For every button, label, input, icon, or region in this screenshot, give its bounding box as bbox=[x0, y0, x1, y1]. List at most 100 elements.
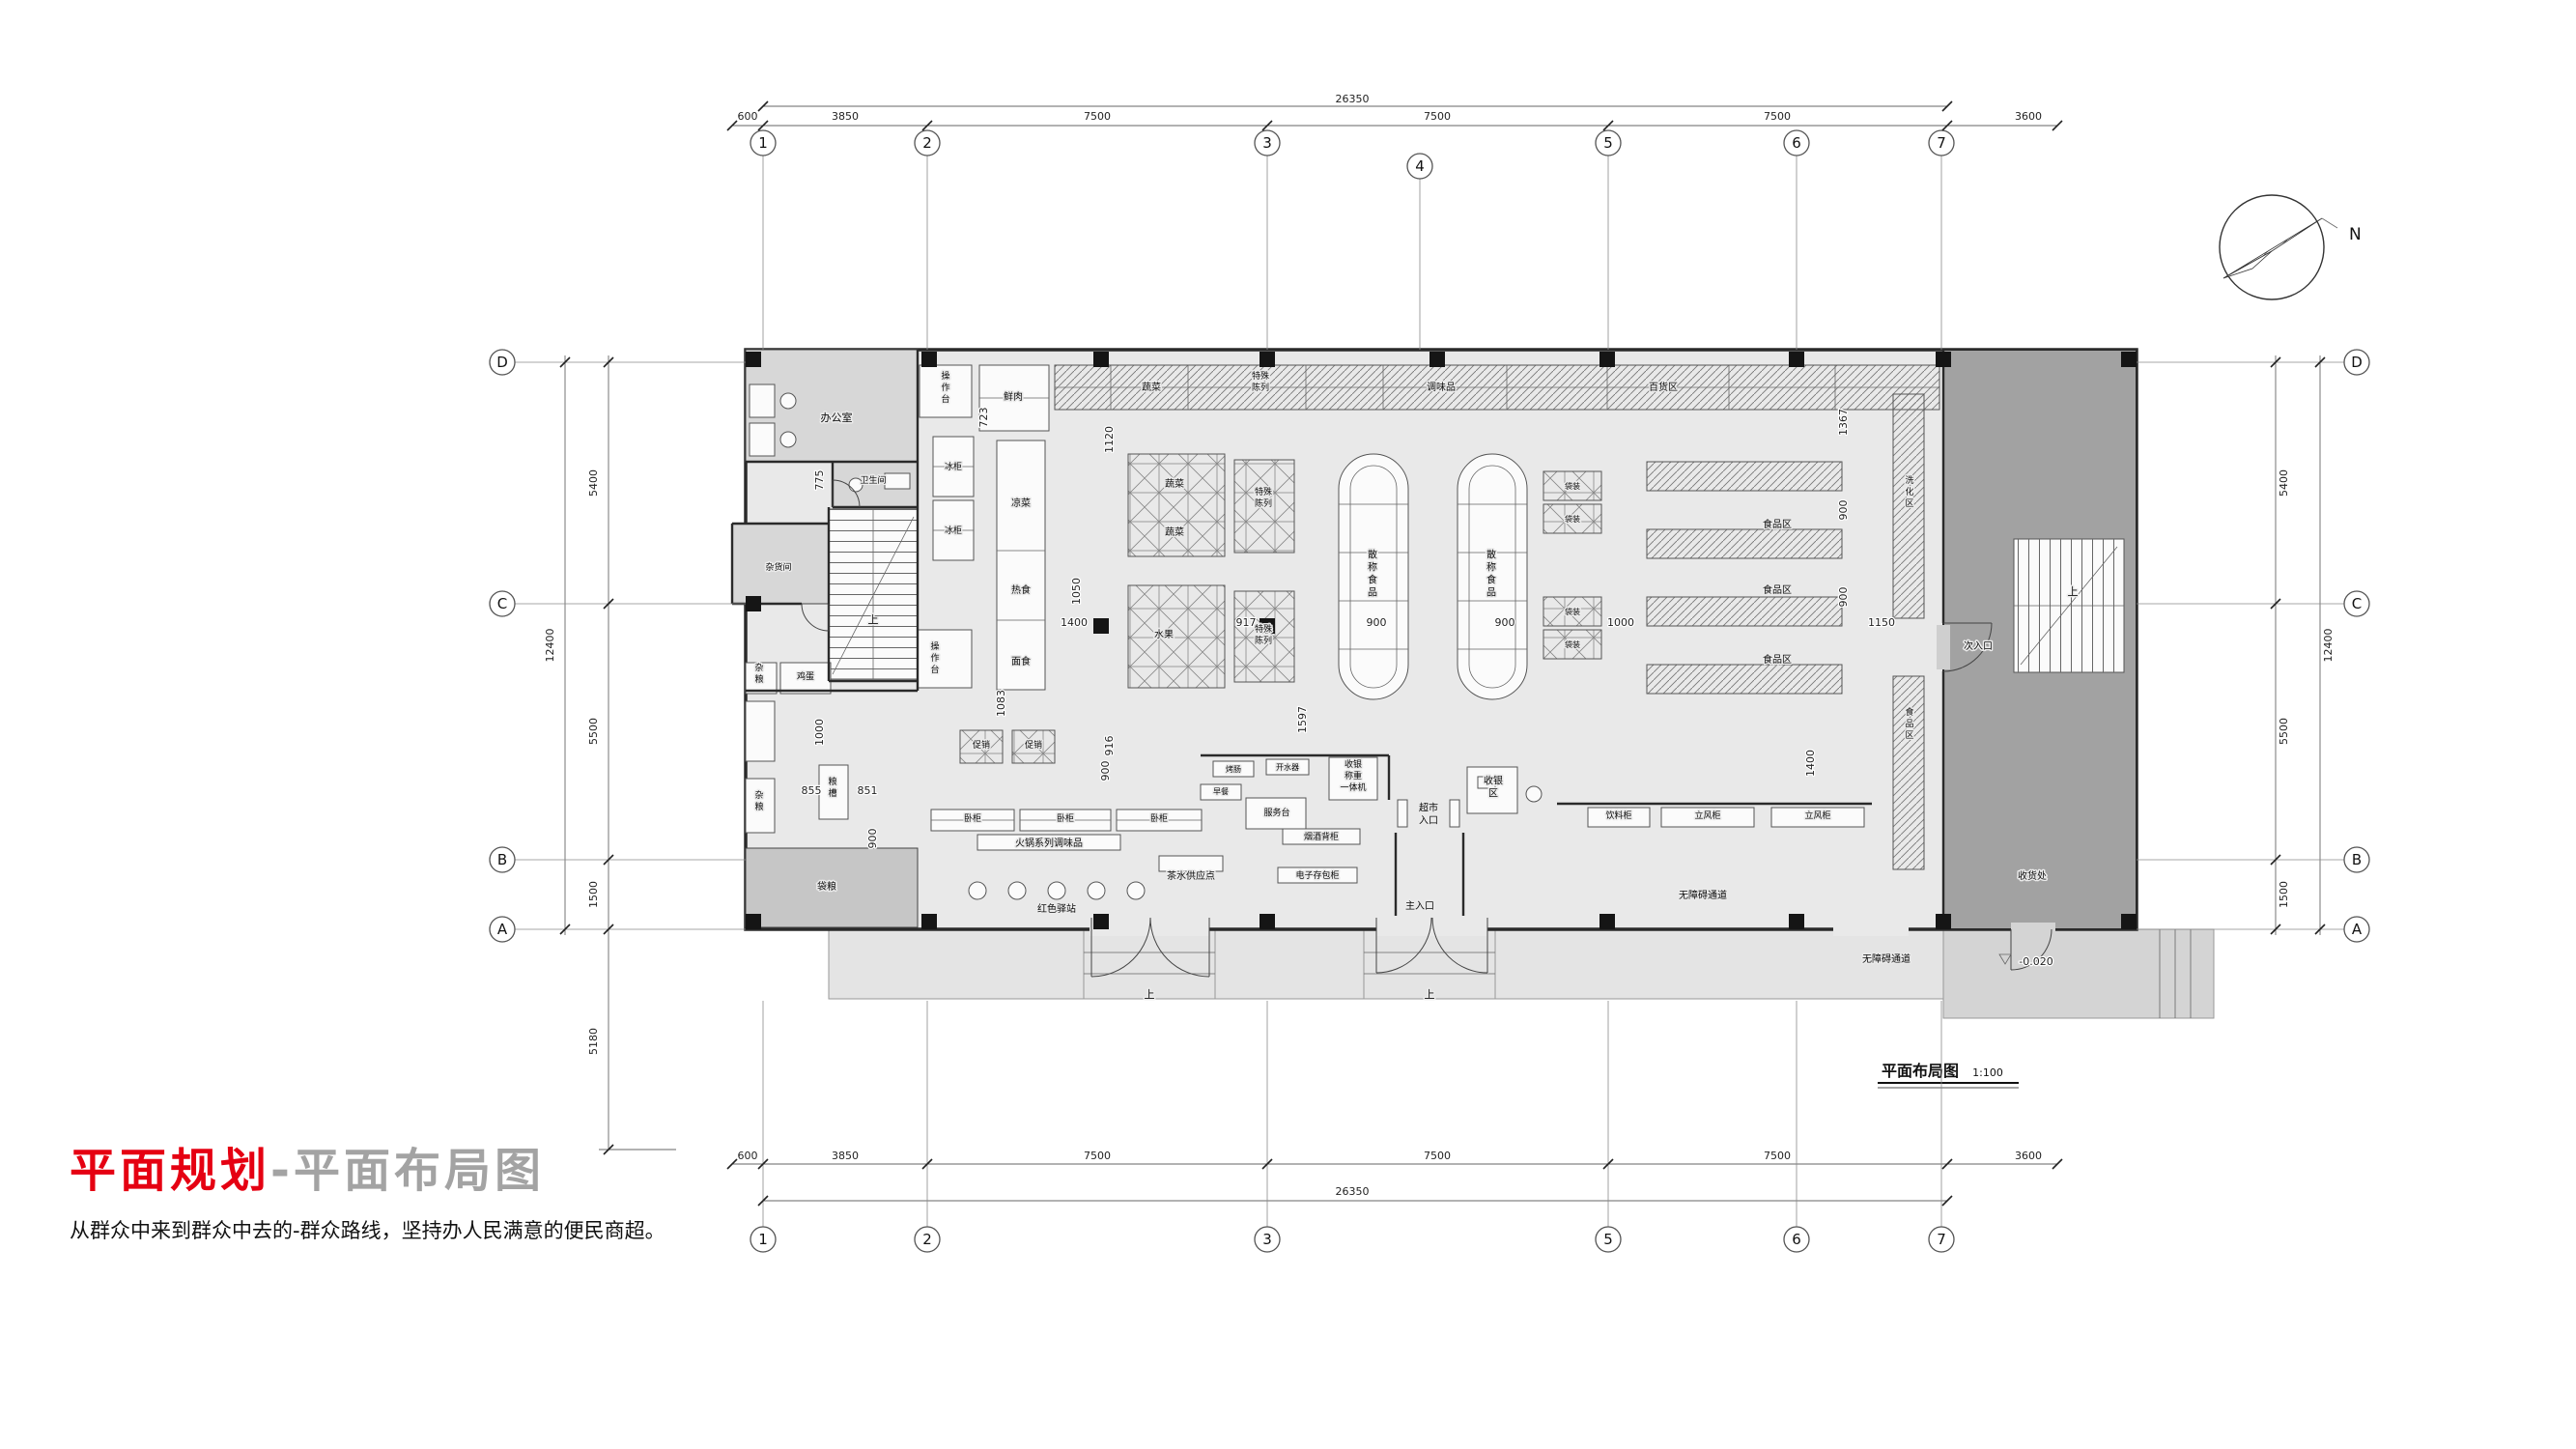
plan-label: 袋粮 bbox=[817, 880, 836, 893]
prep-counter bbox=[919, 364, 973, 418]
north-arrow: N bbox=[2219, 194, 2362, 300]
plan-label: 食品区 bbox=[1763, 653, 1792, 666]
dimension-text: 1000 bbox=[813, 719, 826, 746]
plan-label: 蔬菜 bbox=[1165, 526, 1184, 538]
self-checkout-machine bbox=[1328, 756, 1378, 801]
step-up-label: 上 bbox=[1145, 988, 1155, 1001]
plan-label: 杂粮 bbox=[754, 663, 763, 685]
dimension-text: 916 bbox=[1103, 736, 1116, 756]
plan-label: 冰柜 bbox=[945, 461, 962, 472]
plan-label: 杂粮 bbox=[754, 790, 763, 812]
side-entrance-door bbox=[1090, 917, 1151, 978]
cashier-area-label: 收银区 bbox=[1484, 775, 1503, 800]
plan-label: 收银称重一体机 bbox=[1340, 758, 1366, 793]
grid-column-bubble-top-label: 7 bbox=[1937, 134, 1946, 152]
structural-columns bbox=[746, 352, 2137, 929]
grid-column-bubble-top bbox=[1783, 129, 1810, 156]
plan-label: 红色驿站 bbox=[1037, 902, 1076, 915]
plan-label: 服务台 bbox=[1263, 807, 1289, 818]
plan-label: 食品区 bbox=[1905, 706, 1913, 741]
bag-display bbox=[1543, 629, 1602, 660]
water-boiler bbox=[1265, 758, 1310, 776]
grid-column-bubble-bottom bbox=[1254, 1226, 1281, 1253]
grid-row-bubble-left-label: A bbox=[497, 921, 508, 938]
beverage-cooler bbox=[1587, 807, 1651, 828]
grid-column-bubble-bottom bbox=[1595, 1226, 1622, 1253]
gondola-shelf bbox=[1646, 596, 1843, 627]
grid-row-bubble-right bbox=[2343, 590, 2370, 617]
dimension-text: 5180 bbox=[587, 1028, 600, 1055]
main-entrance-label: 主入口 bbox=[1405, 900, 1434, 912]
grid-column-bubble-top bbox=[914, 129, 941, 156]
grid-row-bubble-right-label: A bbox=[2352, 921, 2363, 938]
page-title-main: 平面规划 bbox=[70, 1144, 271, 1198]
plan-label: 电子存包柜 bbox=[1295, 869, 1339, 881]
drawing-scale: 1:100 bbox=[1972, 1066, 2003, 1079]
dimension-text: 7500 bbox=[1084, 110, 1111, 123]
dimension-text: 3600 bbox=[2015, 110, 2042, 123]
scale-note: 平面布局图 1:100 bbox=[1878, 1062, 2019, 1089]
grid-row-bubble-right bbox=[2343, 846, 2370, 873]
label-layer: 办公室卫生间杂货间操作台鲜肉蔬菜特殊陈列调味品百货区冰柜冰柜凉菜热食操作台面食蔬… bbox=[753, 369, 2080, 1003]
dimension-text: 1050 bbox=[1070, 578, 1083, 605]
dimension-text: 900 bbox=[1099, 761, 1112, 781]
entry-gate bbox=[1397, 799, 1408, 828]
stool bbox=[1047, 881, 1066, 900]
market-entrance-label: 超市入口 bbox=[1419, 802, 1438, 827]
plan-label: 粮槽 bbox=[828, 776, 836, 799]
display-table bbox=[1233, 459, 1295, 554]
dimension-text: 12400 bbox=[2322, 629, 2335, 663]
fixtures bbox=[745, 364, 1940, 900]
promo-stack bbox=[1011, 729, 1056, 764]
dimension-text: 1500 bbox=[587, 881, 600, 908]
grid-column-bubble-top-label: 5 bbox=[1603, 134, 1613, 152]
display-table bbox=[1127, 584, 1226, 689]
dimension-text: 1120 bbox=[1103, 426, 1116, 453]
office-desk bbox=[749, 422, 776, 457]
plan-label: 鲜肉 bbox=[1004, 390, 1023, 403]
dimension-text: 1500 bbox=[2278, 881, 2290, 908]
compass-needle bbox=[2222, 250, 2273, 279]
grid-column-bubble-bottom-label: 7 bbox=[1937, 1231, 1946, 1248]
dimension-text: 1400 bbox=[1804, 750, 1817, 777]
north-label: N bbox=[2349, 225, 2362, 244]
dimension-text: 775 bbox=[813, 470, 826, 491]
grid-column-bubble-top-label: 2 bbox=[922, 134, 932, 152]
grid-row-bubble-left-label: D bbox=[496, 354, 508, 371]
plan-label: 特殊陈列 bbox=[1255, 486, 1272, 509]
elevation-triangle-icon bbox=[1998, 953, 2012, 965]
elevation-marker: -0.020 bbox=[1998, 953, 2054, 969]
dimension-text: 1400 bbox=[1061, 616, 1088, 629]
office-chair bbox=[779, 392, 797, 410]
dimension-text: 7500 bbox=[1424, 110, 1451, 123]
cashier-monitor bbox=[1477, 776, 1496, 789]
plan-label: 操作台 bbox=[930, 640, 939, 675]
wall-shelf bbox=[1892, 675, 1925, 870]
grid-row-bubble-left bbox=[489, 349, 516, 376]
stool bbox=[1126, 881, 1146, 900]
receiving-door bbox=[2010, 928, 2052, 971]
plan-label: 袋装 bbox=[1565, 639, 1580, 649]
entry-gate bbox=[1449, 799, 1460, 828]
secondary-entrance-door bbox=[1942, 622, 1993, 672]
prep-counter bbox=[917, 629, 973, 689]
office-label: 办公室 bbox=[821, 411, 853, 424]
plan-label: 调味品 bbox=[1427, 382, 1456, 393]
gondola-shelf bbox=[1646, 461, 1843, 492]
plan-label: 散称食品 bbox=[1486, 549, 1496, 599]
plan-label: 立风柜 bbox=[1694, 810, 1720, 821]
sink-fixture bbox=[884, 472, 911, 490]
receiving-label: 收货处 bbox=[2018, 869, 2047, 882]
dimension-text: 900 bbox=[1495, 616, 1515, 629]
plan-label: 特殊陈列 bbox=[1252, 370, 1269, 393]
plan-label: 蔬菜 bbox=[1165, 478, 1184, 490]
dimension-text: 900 bbox=[1367, 616, 1387, 629]
elevation-text: -0.020 bbox=[2019, 955, 2052, 968]
grid-column-bubble-bottom-label: 1 bbox=[758, 1231, 768, 1248]
dimension-text: 26350 bbox=[1336, 93, 1370, 105]
stairs-left bbox=[828, 508, 919, 680]
grid-row-bubble-right bbox=[2343, 916, 2370, 943]
cashier-chair bbox=[1525, 785, 1543, 803]
grid-column-bubble-top bbox=[1406, 153, 1433, 180]
dimension-text: 1367 bbox=[1837, 409, 1850, 436]
